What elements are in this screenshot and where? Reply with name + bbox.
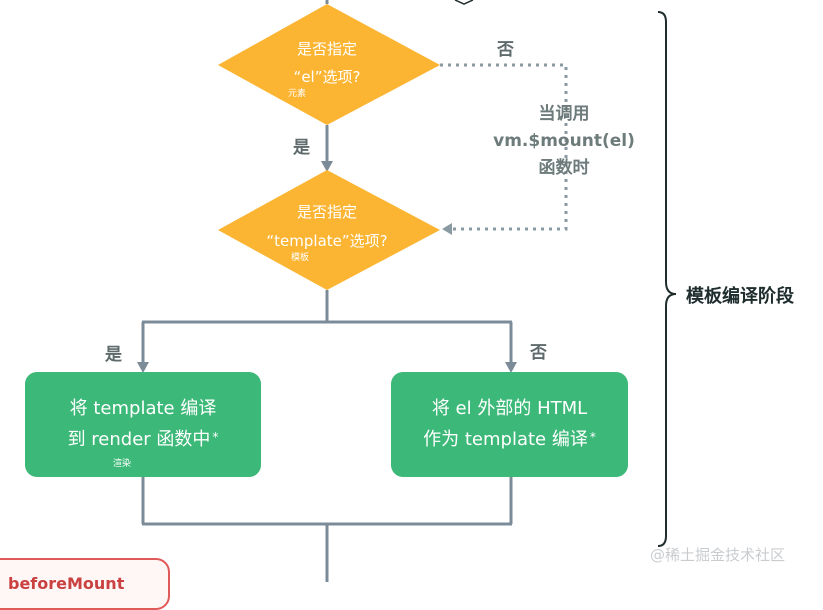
phase-label: 模板编译阶段 [686,286,794,307]
decision-template-line2: “template”选项? [266,232,388,250]
phase-curly-brace [657,11,677,547]
process-right-line2-wrap: 作为 template 编译* [391,424,628,455]
no-dashed-arrowhead [442,223,452,235]
flowchart-canvas [25,0,677,582]
right-branch-arrowhead [505,362,517,373]
watermark: @稀土掘金技术社区 [650,546,786,564]
mount-note-line2: vm.$mount(el) [493,131,635,151]
before-mount-label: beforeMount [8,574,125,593]
process-box-right [391,372,628,477]
process-right-footnote-mark: * [589,430,596,444]
process-right-line2: 作为 template 编译 [423,429,588,450]
decision-template-subtext: 模板 [291,253,310,263]
process-left-line2: 到 render 函数中 [67,429,211,450]
yes-arrowhead-1 [321,161,333,172]
no-label-template: 否 [530,343,547,363]
top-right-arrow-hint [454,0,474,5]
process-left-subtext: 渲染 [113,459,132,469]
no-dashed-connector [440,63,568,231]
left-branch-arrowhead [137,362,149,373]
yes-label-template: 是 [105,345,122,365]
mount-note-line3: 函数时 [538,158,590,178]
process-box-left [25,372,261,477]
no-label-el: 否 [497,40,514,60]
process-left-line2-wrap: 到 render 函数中* [25,424,261,455]
process-left-footnote-mark: * [212,430,219,444]
decision-el-line2: “el”选项? [293,68,361,86]
mount-note: 当调用 vm.$mount(el) 函数时 [474,101,654,182]
before-mount-box: beforeMount [0,558,170,610]
yes-label-el: 是 [293,138,310,158]
decision-el-diamond [218,4,440,125]
process-left-line1: 将 template 编译 [69,398,217,419]
decision-template-line1: 是否指定 [296,203,357,221]
decision-el-line1: 是否指定 [296,40,357,58]
decision-el-subtext: 元素 [288,89,307,99]
process-right-line1: 将 el 外部的 HTML [431,398,588,419]
decision-template-diamond [218,170,440,290]
mount-note-line1: 当调用 [538,104,590,124]
